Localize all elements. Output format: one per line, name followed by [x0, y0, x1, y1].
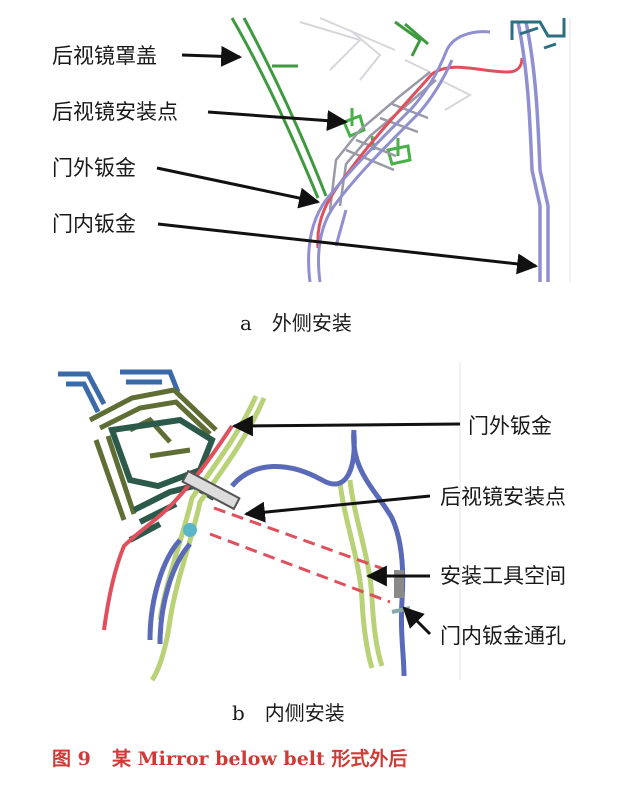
arrow-b-inner-hole	[402, 606, 432, 636]
subcaption-a: a 外侧安装	[240, 311, 352, 335]
mirror-cover-shape	[230, 17, 429, 199]
label-b-mirror-mount: 后视镜安装点	[440, 485, 566, 509]
arrow-b-outer-sheet	[231, 415, 461, 437]
figure-caption: 某 Mirror below belt 形式外后	[112, 747, 407, 770]
arrow-mirror-mount	[207, 110, 349, 132]
label-a-outer-sheet: 门外钣金	[52, 156, 136, 180]
caption-fade	[400, 740, 510, 776]
outer-sheet-metal-shape	[307, 30, 491, 283]
figure-number: 图 9	[52, 748, 91, 770]
arrow-inner-sheet	[157, 222, 539, 275]
red-outer-line	[102, 424, 234, 631]
lime-sheet-shape	[149, 394, 385, 682]
panel-a-drawing	[230, 17, 571, 283]
mechanism-top-shape	[58, 369, 181, 414]
label-b-tool-space: 安装工具空间	[440, 564, 566, 588]
top-fixture-shape	[510, 18, 566, 50]
label-a-mirror-mount: 后视镜安装点	[52, 100, 178, 124]
arrow-outer-sheet	[156, 166, 321, 209]
mount-stud-shape	[181, 469, 411, 614]
red-edge-line	[316, 57, 524, 249]
arrow-b-mirror-mount	[243, 494, 431, 523]
arrow-mirror-cover	[181, 45, 243, 67]
subcaption-b: b 内侧安装	[232, 701, 345, 725]
label-b-inner-hole: 门内钣金通孔	[440, 624, 566, 648]
panel-b-arrows	[231, 415, 461, 636]
inner-sheet-metal-shape	[516, 21, 550, 282]
label-a-inner-sheet: 门内钣金	[52, 212, 136, 236]
tool-space-shape	[209, 506, 393, 604]
panel-a-arrows	[156, 45, 539, 275]
panel-b-drawing	[58, 362, 461, 682]
blue-inner-shape	[147, 429, 407, 677]
label-b-outer-sheet: 门外钣金	[468, 414, 552, 438]
label-a-mirror-cover: 后视镜罩盖	[52, 44, 157, 68]
